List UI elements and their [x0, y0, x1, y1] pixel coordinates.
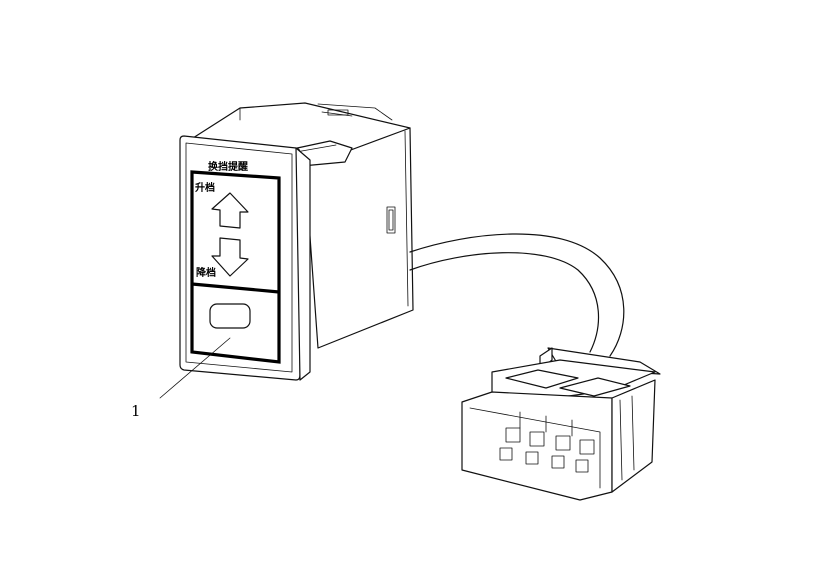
- downshift-label: 降档: [196, 266, 216, 279]
- indicator-lens: [209, 303, 251, 329]
- connector-plug: [461, 347, 661, 501]
- up-arrow-icon: [211, 192, 249, 229]
- upshift-label: 升档: [195, 181, 215, 194]
- cable: [409, 233, 625, 357]
- down-arrow-icon: [211, 237, 249, 277]
- panel-title: 换挡提醒: [208, 160, 248, 173]
- display-window: [190, 170, 281, 364]
- reference-leader: [159, 337, 231, 399]
- reference-number: 1: [131, 402, 141, 420]
